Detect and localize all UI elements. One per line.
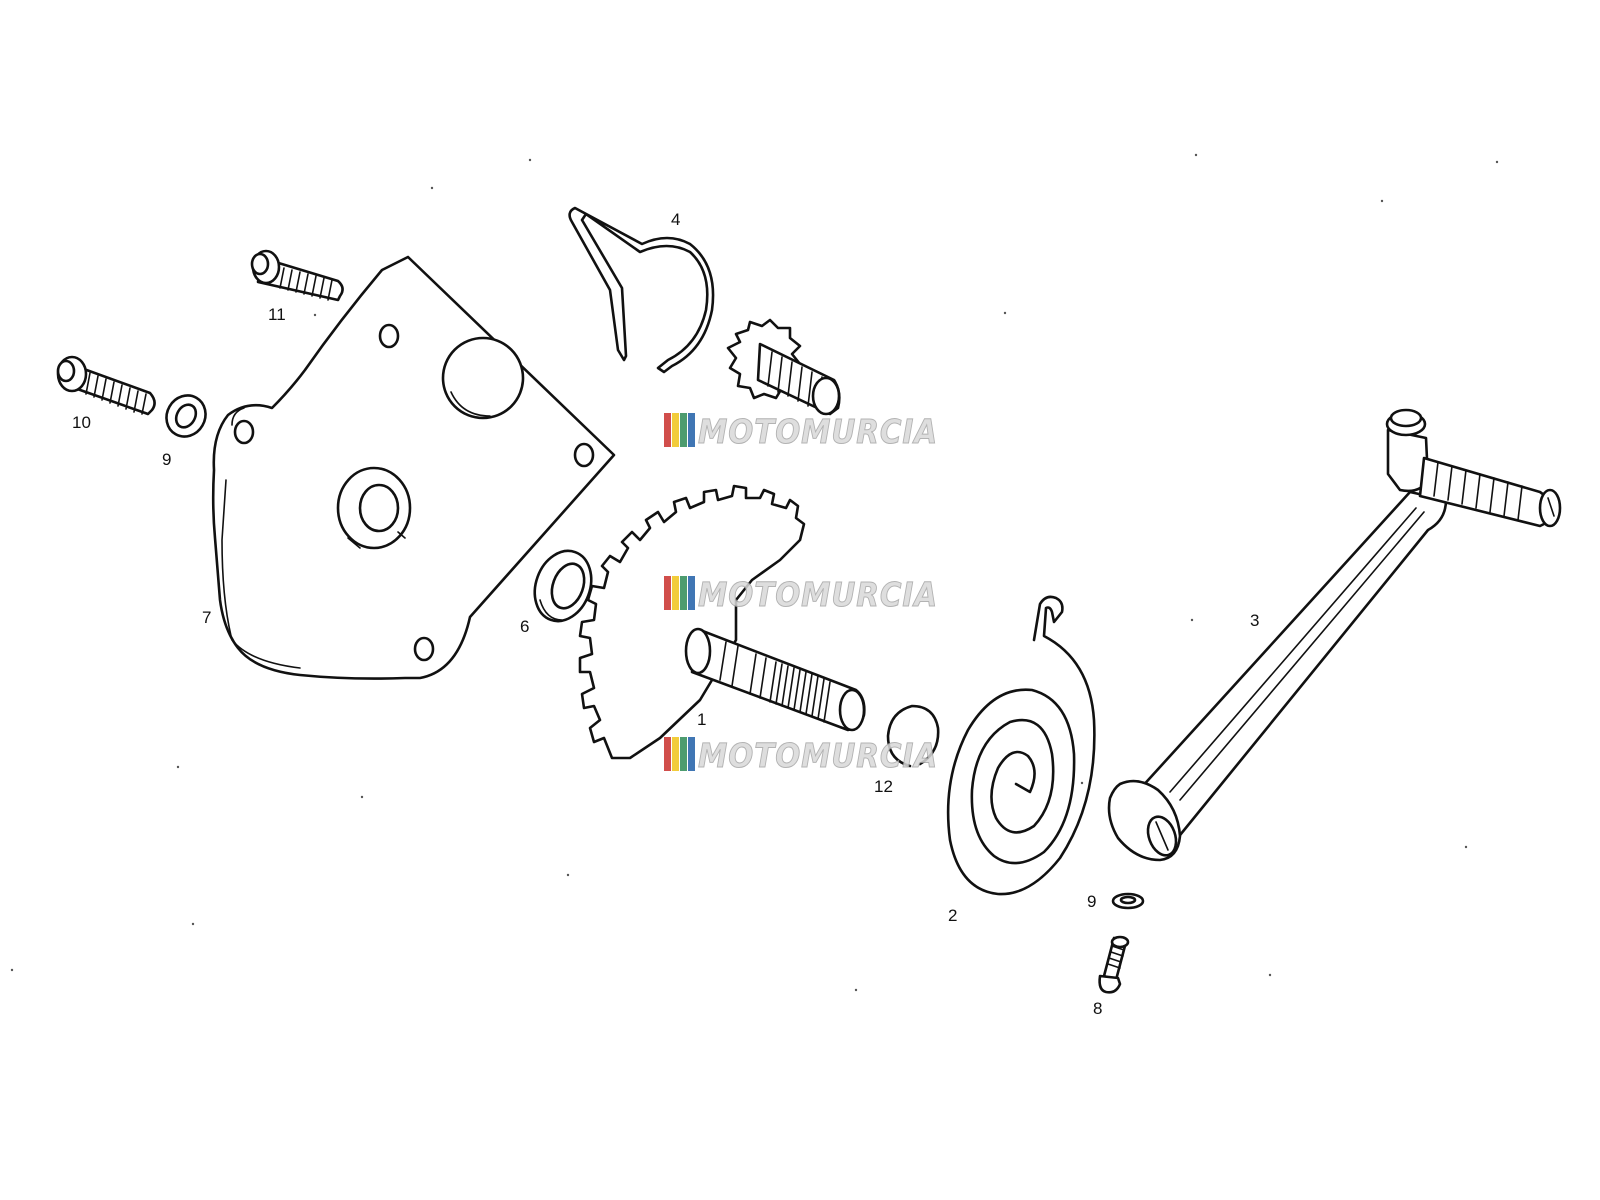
circlip-part (886, 704, 940, 768)
callout-label-6: 6 (520, 617, 529, 636)
screw-part-8 (1098, 935, 1130, 994)
watermark-stripe (664, 737, 671, 771)
callout-label-4: 4 (671, 210, 680, 229)
watermark-stripe (680, 576, 687, 610)
watermark-3: MOTOMURCIA (664, 736, 938, 776)
callout-label-1: 1 (697, 710, 706, 729)
watermark-stripe (664, 413, 671, 447)
watermark-text: MOTOMURCIA (698, 736, 938, 775)
watermark-stripe (672, 576, 679, 610)
callout-label-10: 10 (72, 413, 91, 432)
kick-lever-part (1107, 408, 1562, 862)
print-specks (10, 153, 1499, 992)
watermark-stripe (688, 576, 695, 610)
kickstart-gear-shaft-part (578, 484, 866, 760)
watermark-stripe (688, 737, 695, 771)
watermark-stripe (680, 737, 687, 771)
callout-label-3: 3 (1250, 611, 1259, 630)
washer-part-9-right (1111, 892, 1145, 910)
callout-label-8: 8 (1093, 999, 1102, 1018)
pinion-gear-part (726, 318, 841, 416)
watermark-2: MOTOMURCIA (664, 575, 938, 615)
watermark-1: MOTOMURCIA (664, 412, 938, 452)
callout-label-7: 7 (202, 608, 211, 627)
callout-label-12: 12 (874, 777, 893, 796)
watermark-stripe (688, 413, 695, 447)
watermark-text: MOTOMURCIA (698, 412, 938, 451)
bolt-part-11 (250, 249, 344, 302)
spiral-spring-part (946, 595, 1096, 896)
watermark-text: MOTOMURCIA (698, 575, 938, 614)
callout-label-2: 2 (948, 906, 957, 925)
wire-clip-part (568, 206, 715, 374)
callout-label-11: 11 (268, 305, 286, 324)
callout-labels: 1 2 3 4 6 7 8 9 9 10 11 12 (72, 210, 1259, 1018)
washer-part-9-left (165, 394, 207, 438)
watermark-stripe (672, 737, 679, 771)
cover-plate-part (211, 255, 616, 680)
watermark-stripe (680, 413, 687, 447)
callout-label-9-right: 9 (1087, 892, 1096, 911)
oil-seal-part (533, 549, 593, 623)
callout-label-9-left: 9 (162, 450, 171, 469)
bolt-part-10 (56, 355, 156, 416)
watermark-stripe (672, 413, 679, 447)
watermark-stripe (664, 576, 671, 610)
